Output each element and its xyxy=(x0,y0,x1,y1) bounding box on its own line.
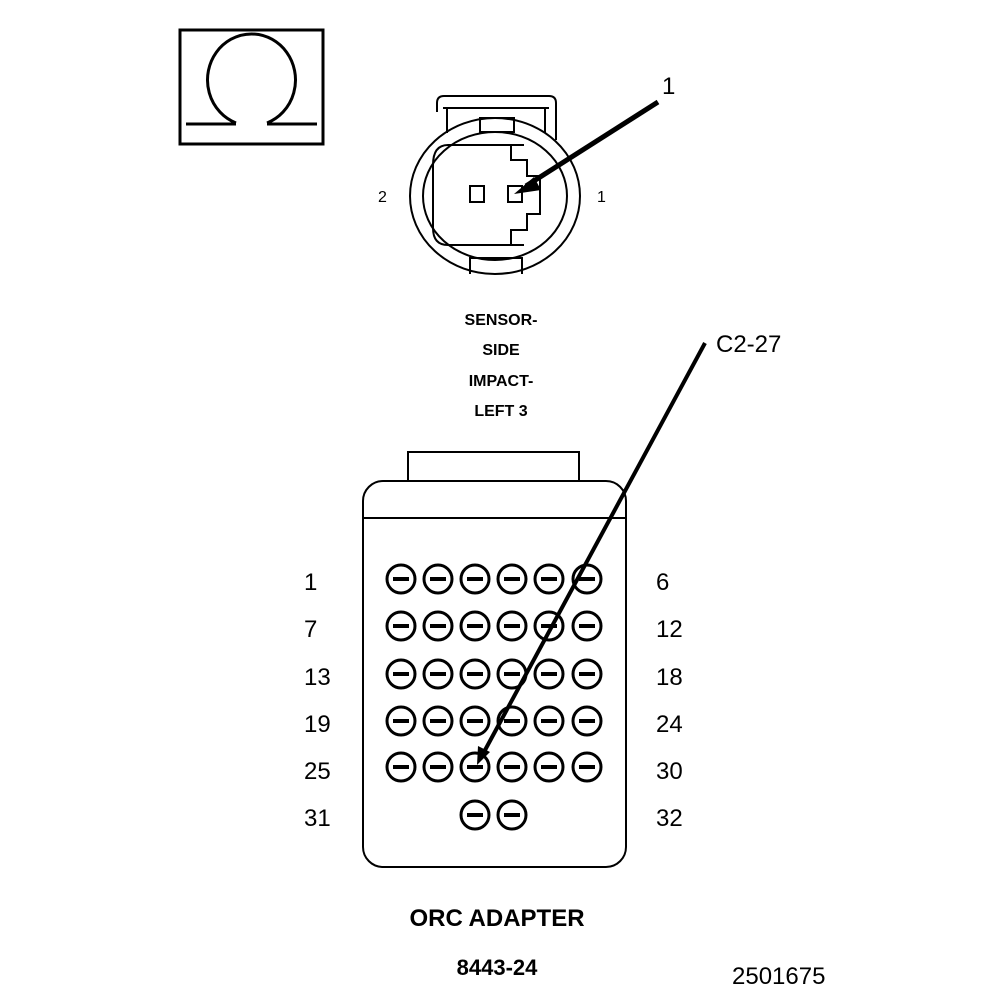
adapter-cavity-4 xyxy=(496,563,528,595)
adapter-cavity-15 xyxy=(459,658,491,690)
adapter-cavity-25 xyxy=(385,751,417,783)
row-label-right-5: 30 xyxy=(656,758,683,785)
adapter-cavities xyxy=(385,563,603,831)
adapter-cavity-1 xyxy=(385,563,417,595)
sensor-name-line-3: IMPACT- xyxy=(469,373,534,390)
sensor-name-line-2: SIDE xyxy=(482,342,520,359)
adapter-cavity-7 xyxy=(385,610,417,642)
adapter-cavity-29 xyxy=(533,751,565,783)
adapter-cavity-14 xyxy=(422,658,454,690)
adapter-tool-number: 8443-24 xyxy=(457,955,539,980)
sensor-name-line-4: LEFT 3 xyxy=(474,403,527,420)
adapter-cavity-32 xyxy=(496,799,528,831)
row-label-left-6: 31 xyxy=(304,805,331,832)
sensor-pin-label-1: 1 xyxy=(597,189,606,206)
row-label-left-1: 1 xyxy=(304,569,317,596)
row-label-right-4: 24 xyxy=(656,711,683,738)
adapter-cavity-2 xyxy=(422,563,454,595)
adapter-cavity-21 xyxy=(459,705,491,737)
adapter-cavity-8 xyxy=(422,610,454,642)
adapter-cavity-19 xyxy=(385,705,417,737)
callout-label-1: 1 xyxy=(662,73,675,100)
adapter-cavity-26 xyxy=(422,751,454,783)
row-label-right-6: 32 xyxy=(656,805,683,832)
ohmmeter-icon xyxy=(178,28,325,146)
adapter-cavity-10 xyxy=(496,610,528,642)
sensor-connector xyxy=(409,95,581,275)
adapter-cavity-28 xyxy=(496,751,528,783)
leader-line-callout-c2-27 xyxy=(477,342,707,765)
adapter-cavity-3 xyxy=(459,563,491,595)
adapter-cavity-20 xyxy=(422,705,454,737)
sensor-pin-1 xyxy=(507,185,523,203)
figure-number: 2501675 xyxy=(732,963,825,990)
adapter-cavity-9 xyxy=(459,610,491,642)
adapter-cavity-30 xyxy=(571,751,603,783)
sensor-pin-label-2: 2 xyxy=(378,189,387,206)
adapter-cavity-5 xyxy=(533,563,565,595)
adapter-cavity-13 xyxy=(385,658,417,690)
adapter-cavity-24 xyxy=(571,705,603,737)
adapter-cavity-17 xyxy=(533,658,565,690)
adapter-cavity-12 xyxy=(571,610,603,642)
row-label-right-3: 18 xyxy=(656,664,683,691)
sensor-name-line-1: SENSOR- xyxy=(465,312,538,329)
row-label-left-3: 13 xyxy=(304,664,331,691)
row-label-right-2: 12 xyxy=(656,616,683,643)
row-label-left-2: 7 xyxy=(304,616,317,643)
adapter-name: ORC ADAPTER xyxy=(409,905,584,932)
leader-line-callout-1 xyxy=(514,99,660,194)
adapter-cavity-31 xyxy=(459,799,491,831)
callout-label-c2-27: C2-27 xyxy=(716,331,781,358)
row-label-left-4: 19 xyxy=(304,711,331,738)
row-label-left-5: 25 xyxy=(304,758,331,785)
adapter-cavity-23 xyxy=(533,705,565,737)
row-label-right-1: 6 xyxy=(656,569,669,596)
sensor-pin-2 xyxy=(469,185,485,203)
adapter-cavity-18 xyxy=(571,658,603,690)
